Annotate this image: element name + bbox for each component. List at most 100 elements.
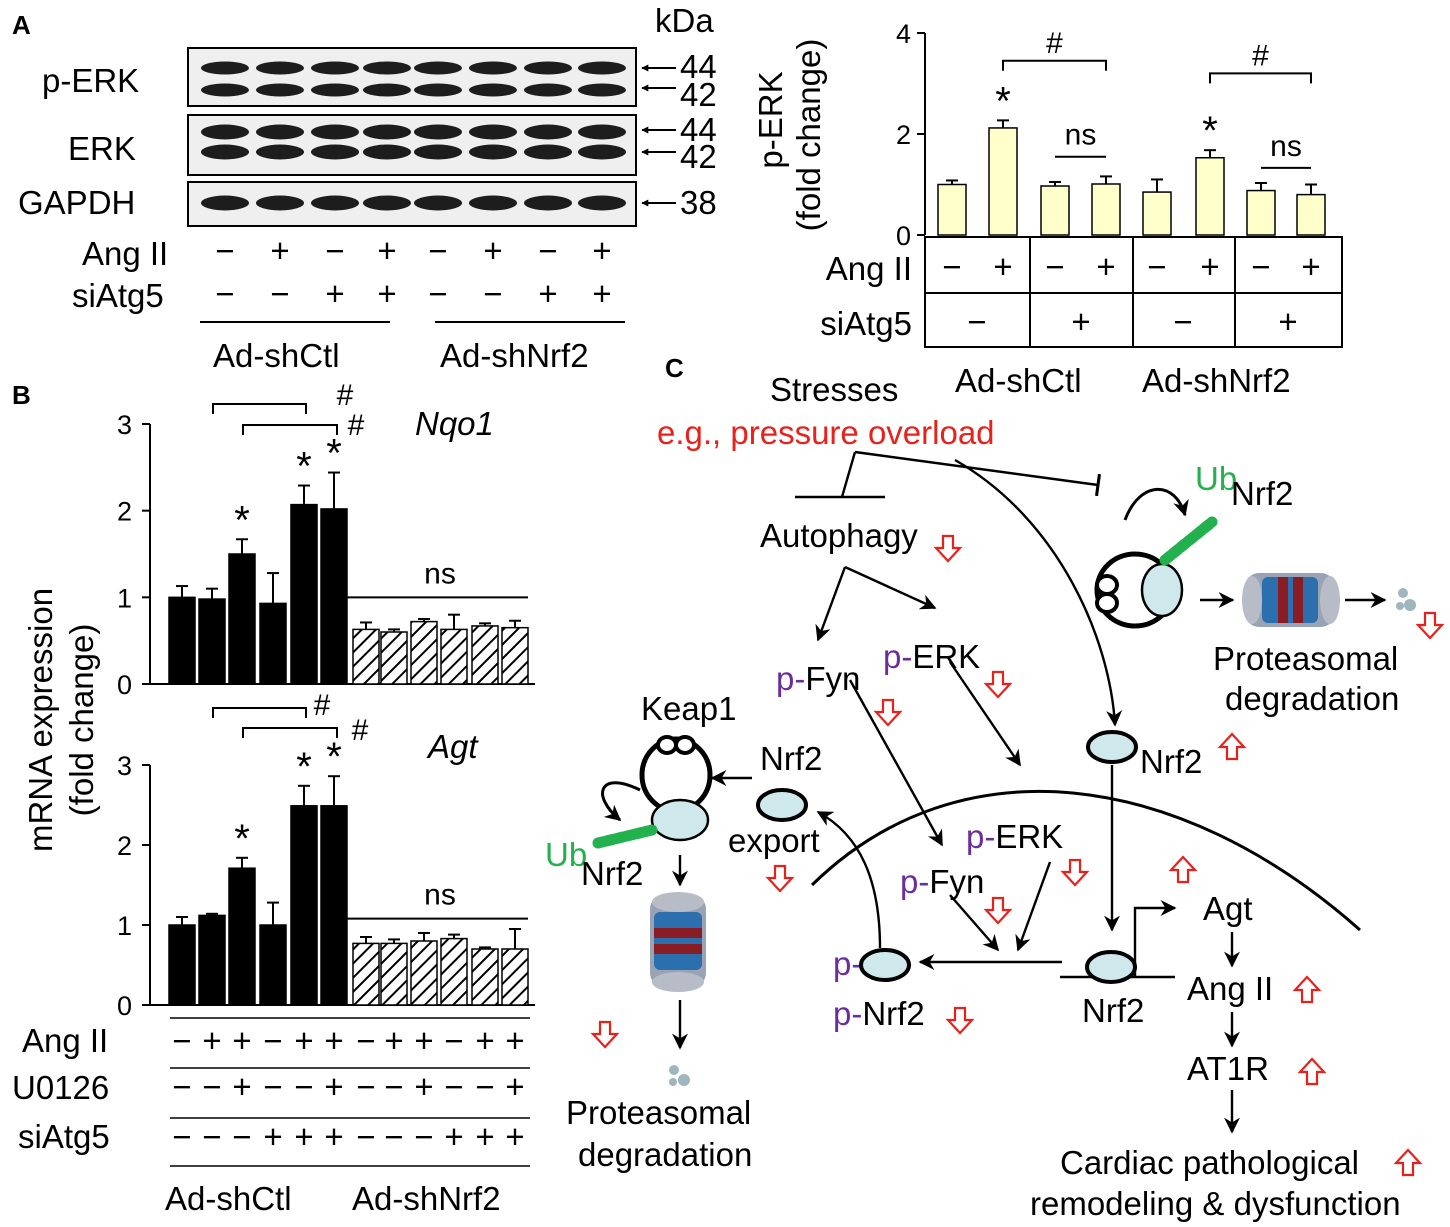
erk-text-nuclear: ERK: [995, 818, 1063, 855]
p-fyn-label-nuclear: p-Fyn: [900, 863, 984, 900]
chart-b-sign: +: [414, 1068, 433, 1105]
chart-a-group-adshctl: Ad-shCtl: [955, 362, 1082, 399]
chart-b2-hash-label: #: [352, 714, 369, 747]
blot-sign-rows: −+−+−+−+−−++−−++: [215, 232, 611, 312]
p-nrf2-icon: [859, 948, 911, 982]
chart-b2-ns-label: ns: [424, 879, 456, 912]
degraded-fragments-lower-icon: [669, 1065, 690, 1086]
chart-b1-title: Nqo1: [415, 405, 494, 442]
chart-b1-bar: [471, 625, 499, 685]
chart-b-sign: −: [202, 1118, 221, 1155]
chart-a-ytick-label: 4: [896, 19, 911, 49]
blot-sign-angii: +: [592, 232, 611, 269]
pathway-diagram: C Stresses e.g., pressure overload Autop…: [545, 353, 1444, 1222]
chart-a-star: *: [995, 79, 1011, 123]
chart-b1-ytick-label: 2: [117, 497, 132, 527]
panel-label-b: B: [12, 380, 31, 410]
chart-b-sign: +: [505, 1022, 524, 1059]
chart-a-perk-fold-change: p-ERK (fold change) Ang II siAtg5 Ad-shC…: [752, 19, 1343, 399]
chart-a-hash-bracket: [1209, 72, 1312, 84]
blot-band: [578, 144, 626, 160]
p-nrf2-label: p-Nrf2: [833, 995, 925, 1032]
chart-a-sign-siatg5: −: [967, 303, 986, 340]
blot-band: [311, 124, 359, 140]
blot-band: [311, 195, 359, 211]
nrf2-exported-icon: [756, 788, 808, 822]
chart-a-sign-siatg5: −: [1173, 303, 1192, 340]
chart-a-sign-angii: +: [1301, 248, 1320, 285]
blot-band: [256, 144, 304, 160]
chart-b-sign: −: [414, 1118, 433, 1155]
blot-band: [469, 144, 517, 160]
blot-band: [578, 83, 626, 97]
blot-sign-angii: −: [428, 232, 447, 269]
chart-b1-bar: [228, 553, 256, 685]
p-prefix-nrf2-icon-label: p-: [833, 945, 862, 982]
chart-b2-hash-bracket: [212, 707, 307, 718]
chart-a-sign-angii: +: [993, 248, 1012, 285]
chart-b-sign: −: [263, 1022, 282, 1059]
chart-a-ylabel: p-ERK: [752, 71, 789, 168]
chart-b2-ytick-label: 0: [117, 991, 132, 1021]
transcription-arrow: [1133, 900, 1177, 977]
chart-a-bar: [1091, 183, 1121, 236]
p-erk-down-arrow-icon: [984, 670, 1012, 699]
chart-b-mrna-expression: mRNA expression (fold change) Nqo1 Agt A…: [12, 379, 535, 1217]
chart-b1-bar: [198, 598, 226, 685]
chart-b2-bar: [259, 924, 287, 1006]
blot-band: [469, 83, 517, 97]
blot-band: [311, 144, 359, 160]
blot-band: [201, 144, 249, 160]
chart-b-sign: −: [444, 1068, 463, 1105]
blot-band: [363, 124, 411, 140]
blot-band: [363, 61, 411, 75]
agt-label: Agt: [1203, 890, 1253, 927]
nrf2-label-upper: Nrf2: [1231, 475, 1293, 512]
ub-label-lower: Ub: [545, 836, 587, 873]
nrf2-up-arrow-icon: [1218, 732, 1246, 761]
blot-size-42b: 42: [680, 138, 717, 175]
chart-b1-ytick-label: 3: [117, 410, 132, 440]
chart-b2-bar: [440, 937, 468, 1006]
chart-b-row-label-angii: Ang II: [22, 1022, 108, 1059]
blot-band: [256, 61, 304, 75]
chart-a-sign-angii: −: [942, 248, 961, 285]
p-fyn-down-arrow-icon: [874, 698, 902, 727]
chart-a-hash-label: #: [1046, 27, 1063, 60]
nrf2-nuclear-label: Nrf2: [1082, 992, 1144, 1029]
nuclear-membrane: [810, 790, 1361, 932]
blot-sign-siatg5: −: [270, 275, 289, 312]
blot-group-adshnrf2: Ad-shNrf2: [440, 337, 589, 374]
blot-band: [524, 144, 572, 160]
chart-b-ylabel: mRNA expression: [22, 588, 59, 852]
blot-band: [201, 124, 249, 140]
blot-band: [201, 195, 249, 211]
chart-b2-star: *: [234, 817, 250, 861]
chart-b-sign: +: [475, 1118, 494, 1155]
nrf2-label-lower: Nrf2: [581, 855, 643, 892]
chart-b1-bar: [320, 508, 348, 685]
chart-b2-bar: [410, 940, 438, 1006]
chart-b-sign: −: [356, 1068, 375, 1105]
ub-label-upper: Ub: [1195, 460, 1237, 497]
chart-b-sign: +: [475, 1022, 494, 1059]
export-down-arrow-icon: [766, 864, 794, 893]
chart-a-bar: [1195, 156, 1225, 236]
chart-b-ylabel2: (fold change): [63, 624, 100, 817]
degraded-fragments-upper-icon: [1396, 588, 1416, 611]
blot-sign-angii: −: [325, 232, 344, 269]
chart-b-sign: −: [232, 1118, 251, 1155]
erk-text: ERK: [912, 638, 980, 675]
blot-band: [311, 61, 359, 75]
chart-a-group-adshnrf2: Ad-shNrf2: [1142, 362, 1291, 399]
chart-a-sign-angii: +: [1200, 248, 1219, 285]
fyn-text: Fyn: [805, 660, 860, 697]
chart-b1-bar: [501, 626, 529, 685]
chart-b2-ytick-label: 3: [117, 751, 132, 781]
chart-b2-ytick-label: 1: [117, 911, 132, 941]
chart-a-bar: [937, 183, 967, 236]
chart-b-sign: −: [475, 1068, 494, 1105]
chart-b1-bar: [380, 631, 408, 685]
nrf2-nuclear-icon: [1085, 950, 1137, 984]
chart-a-sign-angii: −: [1147, 248, 1166, 285]
